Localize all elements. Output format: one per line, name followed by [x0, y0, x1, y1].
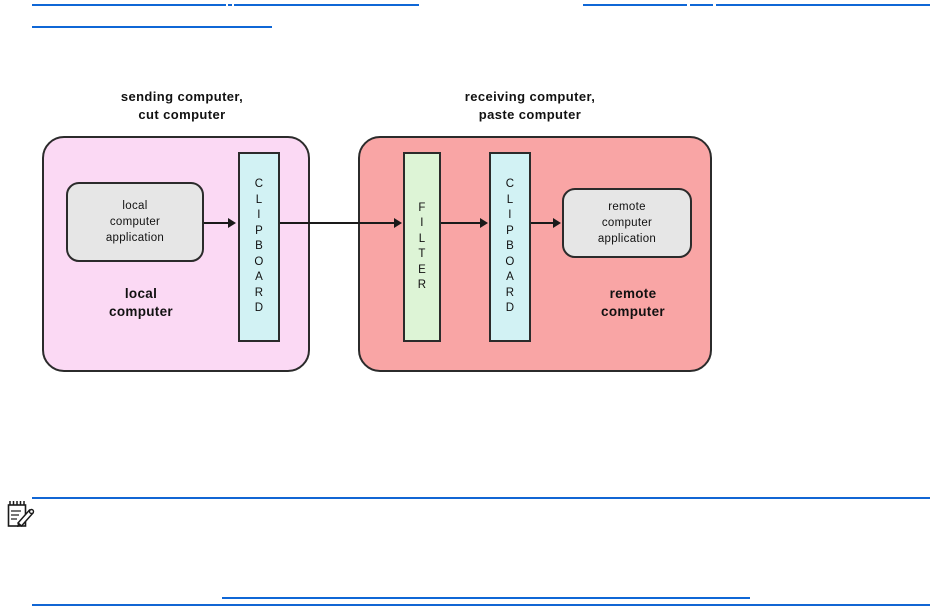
machine-label-line: remote	[609, 286, 657, 301]
caption-line: receiving computer,	[464, 89, 596, 104]
vbox-letter: A	[506, 271, 514, 284]
vbox-letter: R	[505, 286, 515, 299]
machine-label-line: computer	[601, 304, 665, 319]
local-computer-box-label: local computer	[56, 285, 226, 321]
vbox-letter: O	[254, 255, 264, 268]
machine-label-line: local	[124, 286, 158, 301]
top-link-1[interactable]	[32, 4, 226, 6]
wire-filter-to-remote-clipboard	[441, 222, 481, 224]
remote-computer-application-box: remote computer application	[562, 188, 692, 258]
caption-line: cut computer	[138, 107, 226, 122]
arrowhead-into-remote-app	[553, 218, 561, 228]
vbox-letter: I	[508, 209, 512, 222]
vbox-letter: L	[506, 193, 514, 206]
arrowhead-into-local-clipboard	[228, 218, 236, 228]
top-link-7[interactable]	[32, 26, 272, 28]
app-line: remote	[608, 201, 646, 213]
vbox-letter: A	[255, 271, 263, 284]
wire-local-clipboard-to-filter	[280, 222, 395, 224]
bottom-link-1[interactable]	[222, 597, 750, 599]
vbox-letter: O	[505, 255, 515, 268]
caption-line: sending computer,	[120, 89, 244, 104]
vbox-letter: T	[418, 248, 426, 260]
app-line: local	[122, 200, 148, 212]
vbox-letter: B	[255, 240, 263, 253]
caption-line: paste computer	[478, 107, 582, 122]
top-link-6[interactable]	[716, 4, 930, 6]
top-link-3[interactable]	[234, 4, 419, 6]
vbox-letter: L	[255, 193, 263, 206]
top-link-5[interactable]	[690, 4, 713, 6]
vbox-letter: C	[505, 178, 515, 191]
app-line: application	[105, 232, 165, 244]
vbox-letter: C	[254, 178, 264, 191]
vbox-letter: R	[254, 286, 264, 299]
vbox-letter: I	[257, 209, 261, 222]
receiving-computer-group-caption: receiving computer, paste computer	[390, 88, 670, 124]
arrowhead-into-remote-clipboard	[480, 218, 488, 228]
vbox-letter: P	[255, 224, 263, 237]
sending-computer-group-caption: sending computer, cut computer	[48, 88, 316, 124]
vbox-letter: I	[420, 217, 424, 229]
note-pencil-icon	[6, 499, 36, 529]
vbox-letter: L	[418, 232, 426, 245]
local-computer-application-box: local computer application	[66, 182, 204, 262]
top-link-2[interactable]	[228, 4, 232, 6]
app-line: computer	[109, 216, 161, 228]
app-line: computer	[601, 217, 653, 229]
footer-divider	[32, 604, 930, 606]
vbox-letter: F	[418, 201, 426, 214]
app-line: application	[597, 233, 657, 245]
remote-computer-box-label: remote computer	[548, 285, 718, 321]
vbox-letter: R	[417, 279, 427, 291]
arrowhead-into-filter	[394, 218, 402, 228]
vbox-letter: B	[506, 240, 514, 253]
wire-remote-clipboard-to-app	[531, 222, 554, 224]
machine-label-line: computer	[109, 304, 173, 319]
top-link-4[interactable]	[583, 4, 687, 6]
vbox-letter: D	[254, 302, 264, 315]
vbox-letter: D	[505, 302, 515, 315]
vbox-letter: P	[506, 224, 514, 237]
vbox-letter: E	[418, 263, 426, 276]
wire-app-to-local-clipboard	[204, 222, 230, 224]
note-divider	[32, 497, 930, 499]
